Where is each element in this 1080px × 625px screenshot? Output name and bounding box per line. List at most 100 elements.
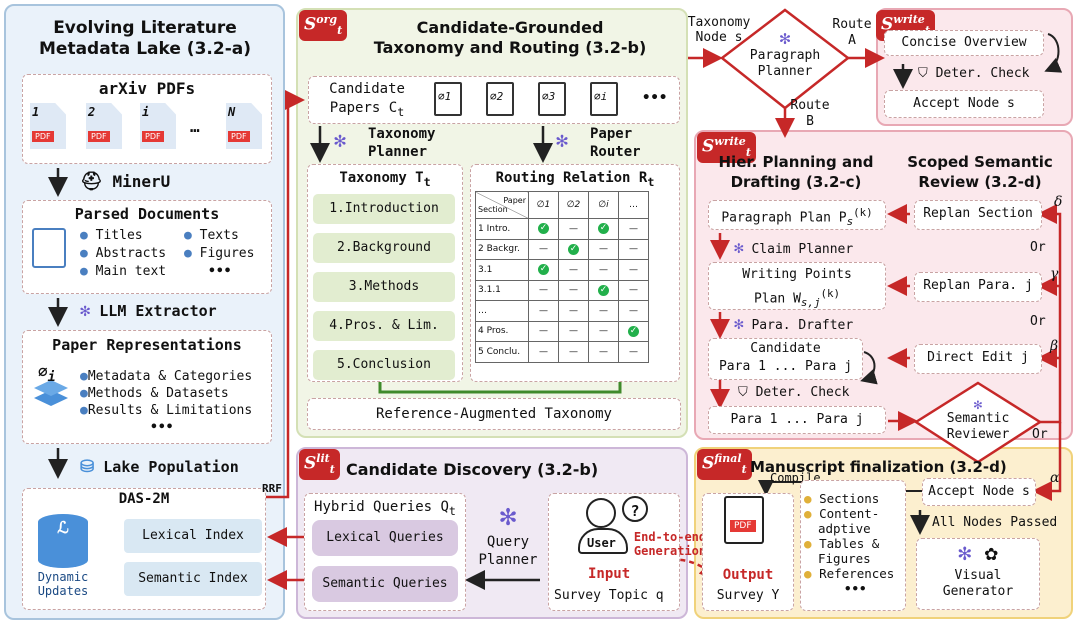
pdf-icon: 1 PDF (30, 103, 66, 149)
lake-title: Evolving Literature Metadata Lake (3.2-a… (10, 18, 280, 60)
database-stack-icon: ℒ (38, 514, 88, 568)
table-row: 4 Pros.———✓ (475, 320, 649, 342)
or-label: Or (1032, 427, 1048, 442)
dynamic-updates-label: Dynamic Updates (37, 570, 89, 598)
hybrid-title-sub: t (448, 503, 456, 518)
hybrid-title-text: Hybrid Queries Q (314, 499, 449, 515)
para-plan-text: Paragraph Plan P (721, 210, 847, 226)
scoped-title-line1: Scoped Semantic (907, 153, 1053, 171)
check-mark: ✓ (538, 264, 549, 276)
table-col-header: ∅1 (528, 191, 559, 219)
check-icon: ✓ (528, 259, 559, 281)
paper-doc-icon: ∅1 (434, 82, 462, 116)
check-icon: ✓ (588, 279, 619, 301)
paragraph-planner-line1: Paragraph (749, 48, 821, 63)
lake-title-line2: Metadata Lake (3.2-a) (39, 39, 251, 59)
gamma-label: γ (1050, 266, 1059, 282)
section-label: 5.Conclusion (337, 357, 431, 372)
semantic-reviewer-line1: Semantic (946, 411, 1010, 426)
parsed-title: Parsed Documents (74, 205, 220, 223)
taxonomy-title-text: Taxonomy T (339, 170, 424, 186)
paragraph-planner-line2: Planner (757, 64, 813, 79)
route-a-line1: Route (832, 17, 872, 32)
visual-generator-line2: Generator (942, 584, 1014, 599)
table-cell: — (558, 341, 589, 363)
mineru-icon: ⛑ (80, 171, 103, 192)
lit-tag-base: S (304, 453, 317, 474)
table-row: 5 Conclu.———— (475, 341, 649, 363)
shield-icon: ⛉ (738, 385, 748, 400)
visual-generator-icons: ✻ ✿ (916, 540, 1040, 568)
paper-doc-icon: ∅2 (486, 82, 514, 116)
final-item: ••• (844, 581, 867, 596)
or-label: Or (1030, 240, 1046, 255)
check-icon: ✓ (528, 218, 559, 240)
taxonomy-planner-label: ✻ Taxonomy Planner (334, 125, 435, 161)
hier-title-line2: Drafting (3.2-c) (730, 173, 862, 191)
final-tag-sub: t (741, 463, 747, 477)
parsed-item-figures: Figures (199, 246, 255, 261)
query-planner-line2: Planner (478, 552, 538, 568)
final-item: Tables & (819, 536, 880, 551)
table-cell: — (588, 320, 619, 342)
table-cell: — (558, 259, 589, 281)
para-drafter-text: Para. Drafter (751, 318, 854, 333)
drafter-icon: ✻ (734, 314, 744, 333)
top-deter-text: Deter. Check (935, 66, 1030, 81)
table-cell: — (618, 238, 649, 260)
visual-generator-box (916, 538, 1040, 610)
repr-item-more: ••• (150, 420, 174, 435)
candidate-papers-line2: Papers C (329, 100, 398, 116)
final-item: Figures (818, 551, 871, 566)
candidate-para-line1: Candidate (750, 341, 821, 356)
writing-points-line1: Writing Points (742, 267, 852, 282)
query-planner-icon: ✻ (499, 499, 517, 532)
section-item: 3.Methods (313, 272, 455, 302)
pdf-badge: PDF (142, 131, 164, 142)
table-row-section: 2 Backgr. (475, 238, 529, 260)
final-tag-sup: final (714, 452, 742, 465)
accept-node-top-label: Accept Node s (913, 96, 1015, 111)
section-item: 4.Pros. & Lim. (313, 311, 455, 341)
table-cell: — (588, 300, 619, 322)
table-cell: — (558, 218, 589, 240)
table-header-paper: Paper (503, 196, 526, 205)
pdf-badge: PDF (228, 131, 250, 142)
org-tag-sup: org (316, 13, 338, 26)
document-icon (32, 228, 66, 268)
pdf-file-badge: PDF (730, 520, 756, 532)
parsed-item-texts: Texts (199, 228, 239, 243)
user-icon (586, 498, 616, 528)
table-cell: — (528, 279, 559, 301)
write-deter-label: ⛉ Deter. Check (738, 385, 850, 400)
org-tag-base: S (304, 14, 317, 35)
table-row: 3.1.1——✓— (475, 279, 649, 301)
para-drafter-label: ✻ Para. Drafter (734, 314, 853, 333)
candidate-papers-sub: t (397, 104, 405, 119)
org-title-line2: Taxonomy and Routing (3.2-b) (373, 38, 647, 57)
lexical-queries-label: Lexical Queries (326, 530, 444, 545)
section-item: 1.Introduction (313, 194, 455, 224)
claim-planner-text: Claim Planner (751, 242, 854, 257)
repr-item-metadata: Metadata & Categories (87, 369, 253, 384)
database-icon: ⛁ (80, 457, 95, 477)
e2e-label: End-to-end Generation (630, 530, 710, 558)
taxonomy-node-line1: Taxonomy (687, 15, 751, 30)
semantic-reviewer-label: ✻ Semantic Reviewer (938, 398, 1018, 443)
org-tag-sub: t (337, 24, 343, 38)
table-cell: — (588, 238, 619, 260)
repr-title: Paper Representations (52, 336, 242, 354)
taxonomy-planner-line2: Planner (368, 144, 428, 160)
rrf-label: RRF (262, 482, 282, 495)
openai-icon: ✿ (984, 541, 998, 566)
org-title: Candidate-Grounded Taxonomy and Routing … (340, 18, 680, 58)
table-header-corner: Paper Section (475, 191, 529, 219)
hier-title: Hier. Planning and Drafting (3.2-c) (706, 152, 886, 192)
org-title-line1: Candidate-Grounded (416, 18, 604, 37)
output-label: Output (722, 567, 774, 583)
input-label: Input (588, 566, 631, 582)
parsed-item-titles: Titles (95, 228, 143, 243)
beta-label: β (1050, 338, 1059, 354)
direct-edit-box (914, 344, 1042, 374)
pdf-ellipsis: … (190, 117, 200, 136)
